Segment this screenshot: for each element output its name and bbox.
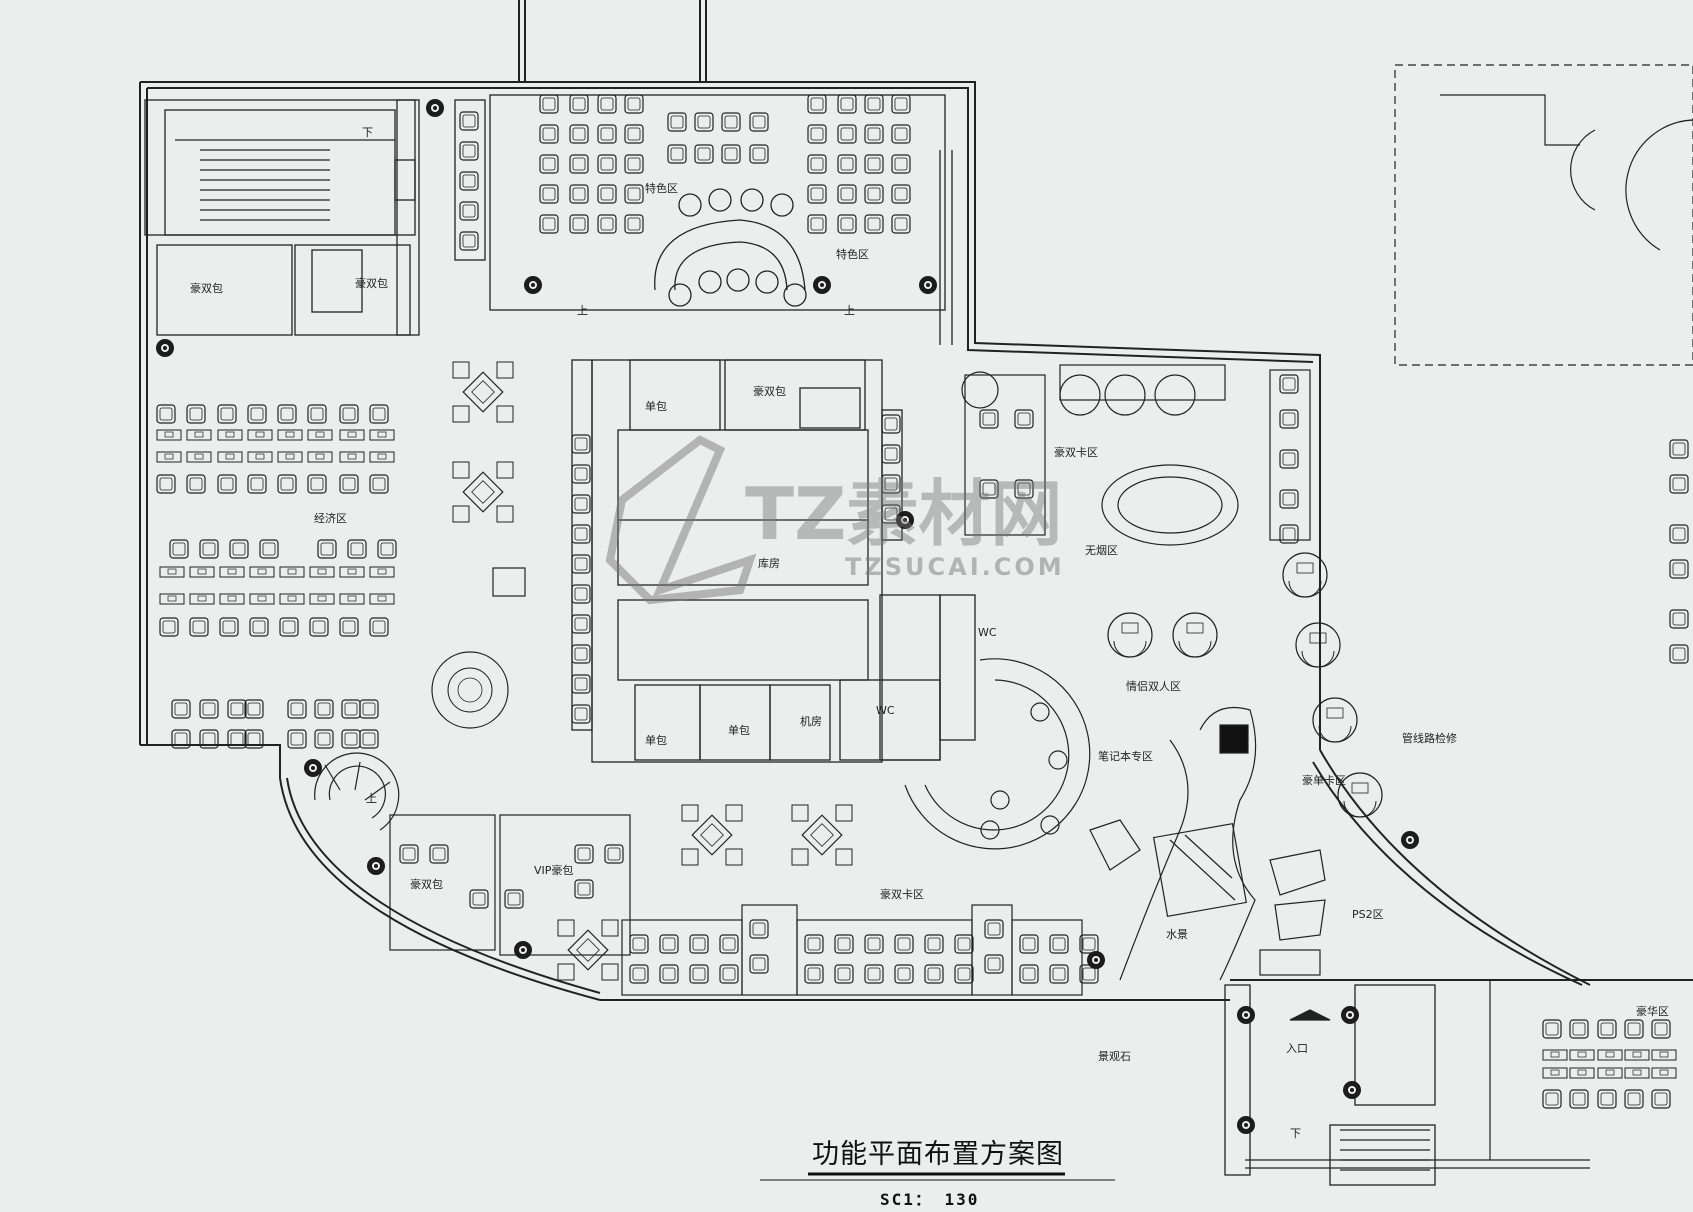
label-laptop: 笔记本专区 <box>1098 750 1153 763</box>
label-luxury-single: 豪单卡区 <box>1302 774 1346 787</box>
label-special-2: 特色区 <box>836 248 869 261</box>
label-hao-bao-2: 豪双包 <box>355 277 388 290</box>
right-section <box>1394 64 1693 1160</box>
watermark-brand: TZ素材网 <box>745 472 1063 556</box>
label-luxury-card: 豪双卡区 <box>1054 446 1098 459</box>
label-wc-2: WC <box>876 704 895 717</box>
drawing-title: 功能平面布置方案图 <box>812 1139 1064 1170</box>
title-underline <box>760 1172 1115 1181</box>
label-up-1: 上 <box>577 304 588 317</box>
label-couple-area: 情侣双人区 <box>1126 680 1181 693</box>
label-luxury-double: 豪双卡区 <box>880 888 924 901</box>
label-right-cut: 豪华区 <box>1636 1005 1669 1018</box>
label-stone: 景观石 <box>1098 1050 1131 1063</box>
label-wc-1: WC <box>978 626 997 639</box>
bottom-seat-rows <box>629 919 1099 984</box>
luxury-card-area <box>961 364 1311 546</box>
dining-tables <box>431 361 853 981</box>
label-double-pack: 豪双包 <box>753 385 786 398</box>
label-up-3: 上 <box>366 792 377 805</box>
label-entrance: 入口 <box>1286 1042 1308 1055</box>
label-machine-room: 机房 <box>800 715 822 728</box>
watermark-logo <box>605 435 757 605</box>
upper-left-stair <box>144 99 420 336</box>
circular-area <box>904 658 1091 850</box>
entrance-stair <box>1224 984 1590 1186</box>
label-special-1: 特色区 <box>645 182 678 195</box>
label-network-check: 管线路检修 <box>1402 732 1457 745</box>
label-ps2: PS2区 <box>1352 908 1384 921</box>
watermark-domain: TZSUCAI.COM <box>845 553 1065 581</box>
water-landscape <box>1089 706 1326 981</box>
spiral-stair-left <box>314 752 400 831</box>
label-water: 水景 <box>1166 928 1188 941</box>
label-single-3: 单包 <box>728 724 750 737</box>
label-single-2: 单包 <box>645 734 667 747</box>
drawing-scale: SC1： 130 <box>880 1190 980 1209</box>
bottom-room-frames <box>389 814 1083 996</box>
label-hao-bao-left: 豪双包 <box>410 878 443 891</box>
seat-grid-top <box>459 94 911 251</box>
label-hao-bao-1: 豪双包 <box>190 282 223 295</box>
label-single-1: 单包 <box>645 400 667 413</box>
outer-walls <box>139 0 1693 1001</box>
potted-plants <box>156 99 1419 1134</box>
label-no-smoke: 无烟区 <box>1085 544 1118 557</box>
label-down-top: 下 <box>362 126 373 139</box>
label-down-bottom: 下 <box>1290 1127 1301 1140</box>
label-warehouse: 库房 <box>758 557 780 570</box>
label-up-2: 上 <box>844 304 855 317</box>
special-zone-top <box>454 94 953 345</box>
label-economy: 经济区 <box>314 512 347 525</box>
label-vip: VIP豪包 <box>534 864 574 877</box>
central-block <box>571 359 976 763</box>
economy-zone <box>156 404 397 749</box>
